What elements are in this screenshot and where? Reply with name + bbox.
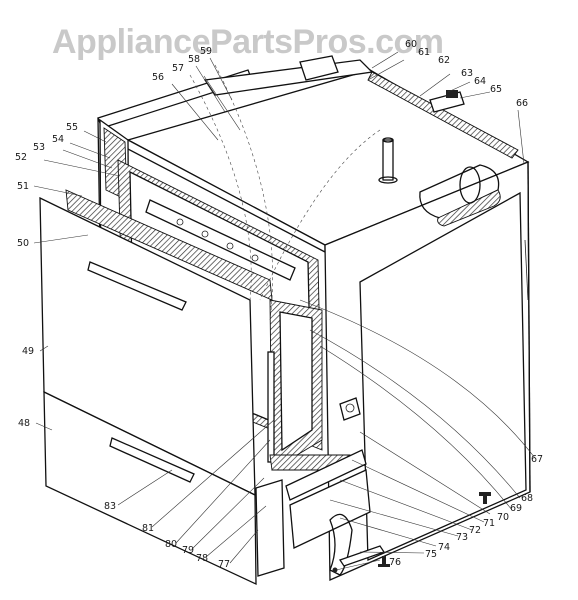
bottom-hardware	[255, 449, 491, 577]
screw-icon	[378, 556, 390, 567]
callout-66: 66	[516, 98, 528, 109]
callout-78: 78	[196, 553, 208, 564]
callout-54: 54	[52, 134, 64, 145]
callout-61: 61	[418, 47, 430, 58]
callout-49: 49	[22, 346, 34, 357]
callout-72: 72	[469, 525, 481, 536]
callout-59: 59	[200, 46, 212, 57]
callout-73: 73	[456, 532, 468, 543]
callout-74: 74	[438, 542, 450, 553]
callout-63: 63	[461, 68, 473, 79]
callout-51: 51	[17, 181, 29, 192]
callout-58: 58	[188, 54, 200, 65]
screw-icon	[479, 492, 491, 504]
callout-80: 80	[165, 539, 177, 550]
callout-68: 68	[521, 493, 533, 504]
callout-81: 81	[142, 523, 154, 534]
callout-65: 65	[490, 84, 502, 95]
callout-57: 57	[172, 63, 184, 74]
callout-50: 50	[17, 238, 29, 249]
callout-48: 48	[18, 418, 30, 429]
heater-cylinder	[419, 164, 501, 227]
callout-60-top: 60	[405, 39, 417, 50]
callout-70: 70	[497, 512, 509, 523]
top-clip	[429, 90, 465, 113]
callout-53: 53	[33, 142, 45, 153]
callout-76: 76	[389, 557, 401, 568]
cabinet-body	[97, 55, 531, 581]
callout-52: 52	[15, 152, 27, 163]
callout-83: 83	[104, 501, 116, 512]
callout-55: 55	[66, 122, 78, 133]
callout-69: 69	[510, 503, 522, 514]
watermark: AppliancePartsPros.com	[52, 23, 443, 61]
callout-75: 75	[425, 549, 437, 560]
callout-67: 67	[531, 454, 543, 465]
callout-64: 64	[474, 76, 486, 87]
door-assembly	[39, 189, 273, 586]
callout-79: 79	[182, 545, 194, 556]
leader-lines	[33, 51, 536, 571]
callout-labels: 59 57 58 56 60 61 62 63 64 65 66 55 54 5…	[15, 39, 543, 570]
top-post	[378, 137, 398, 184]
callout-77: 77	[218, 559, 230, 570]
callout-56: 56	[152, 72, 164, 83]
callout-62: 62	[438, 55, 450, 66]
callout-71: 71	[483, 518, 495, 529]
